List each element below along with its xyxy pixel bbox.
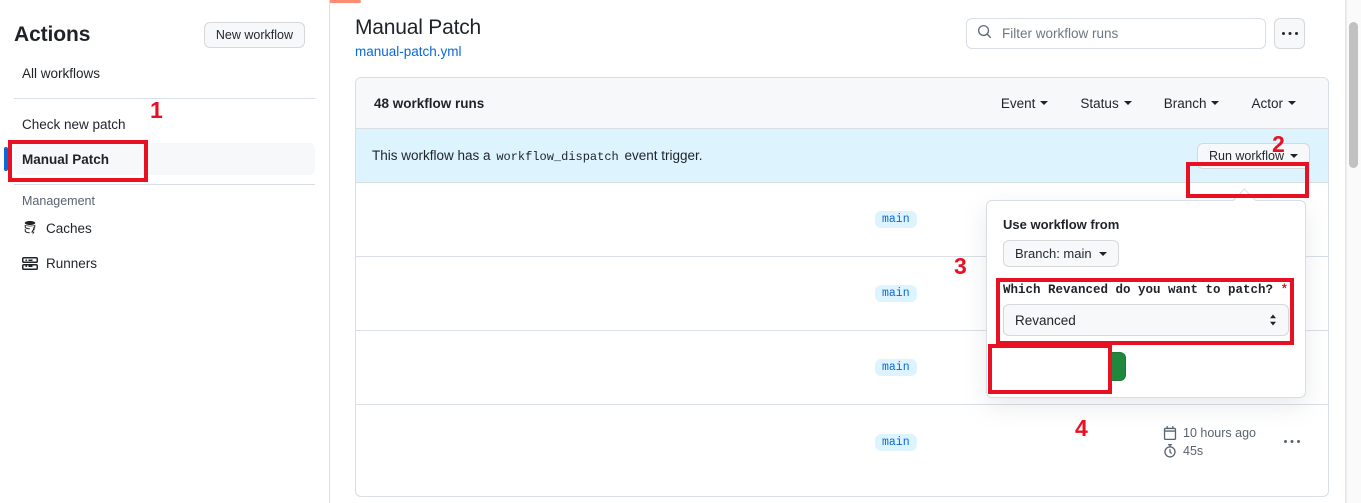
workflow-file-link[interactable]: manual-patch.yml <box>355 44 462 59</box>
dispatch-event-code: workflow_dispatch <box>496 149 619 164</box>
server-icon <box>22 255 38 271</box>
dispatch-text-before: This workflow has a <box>372 147 491 163</box>
search-area <box>966 18 1305 49</box>
filter-actor[interactable]: Actor <box>1251 96 1296 111</box>
sidebar-divider <box>14 98 315 99</box>
dispatch-banner-text: This workflow has a workflow_dispatch ev… <box>372 148 703 164</box>
sidebar-item-caches[interactable]: Caches <box>14 212 315 244</box>
cache-icon <box>22 220 38 236</box>
filter-event[interactable]: Event <box>1001 96 1049 111</box>
sidebar-group-management: Management <box>22 194 95 208</box>
chevron-down-icon <box>1040 101 1049 105</box>
sidebar-item-label: Runners <box>46 255 98 271</box>
workflow-header: Manual Patch manual-patch.yml <box>331 0 1337 59</box>
search-input[interactable] <box>1000 25 1255 42</box>
row-kebab-icon[interactable] <box>1284 434 1300 450</box>
run-workflow-form: Use workflow from Branch: main Which Rev… <box>987 201 1305 397</box>
filter-label: Event <box>1000 95 1036 111</box>
sidebar-item-label: All workflows <box>22 65 101 81</box>
scrollbar-thumb[interactable] <box>1349 22 1358 168</box>
filter-status[interactable]: Status <box>1080 95 1132 111</box>
branch-select-label: Branch: main <box>1015 246 1092 261</box>
branch-badge[interactable]: main <box>875 433 917 451</box>
input-field-label: Which Revanced do you want to patch? * <box>1003 283 1289 297</box>
run-age-text: 10 hours ago <box>1183 426 1256 440</box>
content-right-edge <box>1345 0 1346 503</box>
runs-count-label: 48 workflow runs <box>374 95 485 111</box>
branch-badge[interactable]: main <box>875 285 917 302</box>
new-workflow-button[interactable]: New workflow <box>203 22 305 48</box>
sidebar-workflow-list: All workflows <box>0 57 329 89</box>
required-marker: * <box>1280 283 1289 297</box>
filter-label: Branch <box>1163 95 1207 111</box>
sidebar: Actions New workflow All workflows Check… <box>0 0 330 503</box>
kebab-horizontal-icon[interactable] <box>1274 18 1305 49</box>
filters-group: Event Status Branch Actor <box>1001 96 1310 111</box>
search-icon <box>977 24 992 44</box>
revanced-select-wrapper: Revanced <box>1003 304 1289 336</box>
chevron-down-icon <box>1288 101 1296 105</box>
run-workflow-dropdown-panel: Use workflow from Branch: main Which Rev… <box>986 200 1306 398</box>
sidebar-divider-2 <box>14 184 315 185</box>
chevron-down-icon <box>1290 153 1298 158</box>
vertical-scrollbar[interactable] <box>1346 0 1361 503</box>
chevron-down-icon <box>1123 101 1132 105</box>
chevron-down-icon <box>1211 101 1220 105</box>
chevron-down-icon <box>1098 251 1107 256</box>
workflow-dispatch-banner: This workflow has a workflow_dispatch ev… <box>356 129 1328 183</box>
branch-badge[interactable]: main <box>875 211 917 228</box>
sidebar-item-all-workflows[interactable]: All workflows <box>14 57 315 89</box>
sidebar-header: Actions New workflow <box>0 0 329 54</box>
runs-panel-header: 48 workflow runs Event Status Branch <box>356 78 1328 129</box>
revanced-select-value: Revanced <box>1015 312 1076 328</box>
table-row[interactable]: main 10 hours ago 45s <box>356 405 1328 479</box>
run-workflow-button-label: Run workflow <box>1208 148 1284 163</box>
calendar-icon <box>1163 426 1177 440</box>
revanced-select[interactable]: Revanced <box>1003 304 1289 336</box>
sidebar-management-list: Caches Runners <box>0 212 329 279</box>
run-age: 10 hours ago <box>1163 426 1256 440</box>
run-workflow-dropdown-button[interactable]: Run workflow <box>1196 142 1310 169</box>
sidebar-item-check-new-patch[interactable]: Check new patch <box>14 108 315 140</box>
sidebar-item-manual-patch[interactable]: Manual Patch <box>4 143 315 175</box>
run-duration-text: 45s <box>1183 444 1204 458</box>
stopwatch-icon <box>1164 444 1176 458</box>
input-label-text: Which Revanced do you want to patch? <box>1003 283 1274 297</box>
use-workflow-from-label: Use workflow from <box>1003 217 1120 232</box>
main-content: Manual Patch manual-patch.yml <box>331 0 1337 503</box>
run-meta: 10 hours ago 45s <box>1163 426 1256 458</box>
sidebar-item-label: Caches <box>46 220 92 236</box>
branch-badge[interactable]: main <box>875 359 917 376</box>
submit-run-workflow-button[interactable]: Run workflow <box>1003 352 1126 381</box>
sidebar-workflows: Check new patch Manual Patch <box>0 108 329 175</box>
filter-label: Actor <box>1251 95 1283 111</box>
filter-branch[interactable]: Branch <box>1164 96 1220 111</box>
search-box[interactable] <box>966 18 1266 49</box>
branch-select-button[interactable]: Branch: main <box>1003 240 1119 267</box>
run-duration: 45s <box>1163 444 1203 458</box>
workflow-title: Manual Patch <box>355 16 482 39</box>
sidebar-item-label: Manual Patch <box>22 151 110 167</box>
page-title: Actions <box>14 23 91 46</box>
filter-label: Status <box>1080 95 1119 111</box>
sidebar-item-label: Check new patch <box>22 116 126 132</box>
sidebar-item-runners[interactable]: Runners <box>14 247 315 279</box>
dispatch-text-after: event trigger. <box>624 147 703 163</box>
